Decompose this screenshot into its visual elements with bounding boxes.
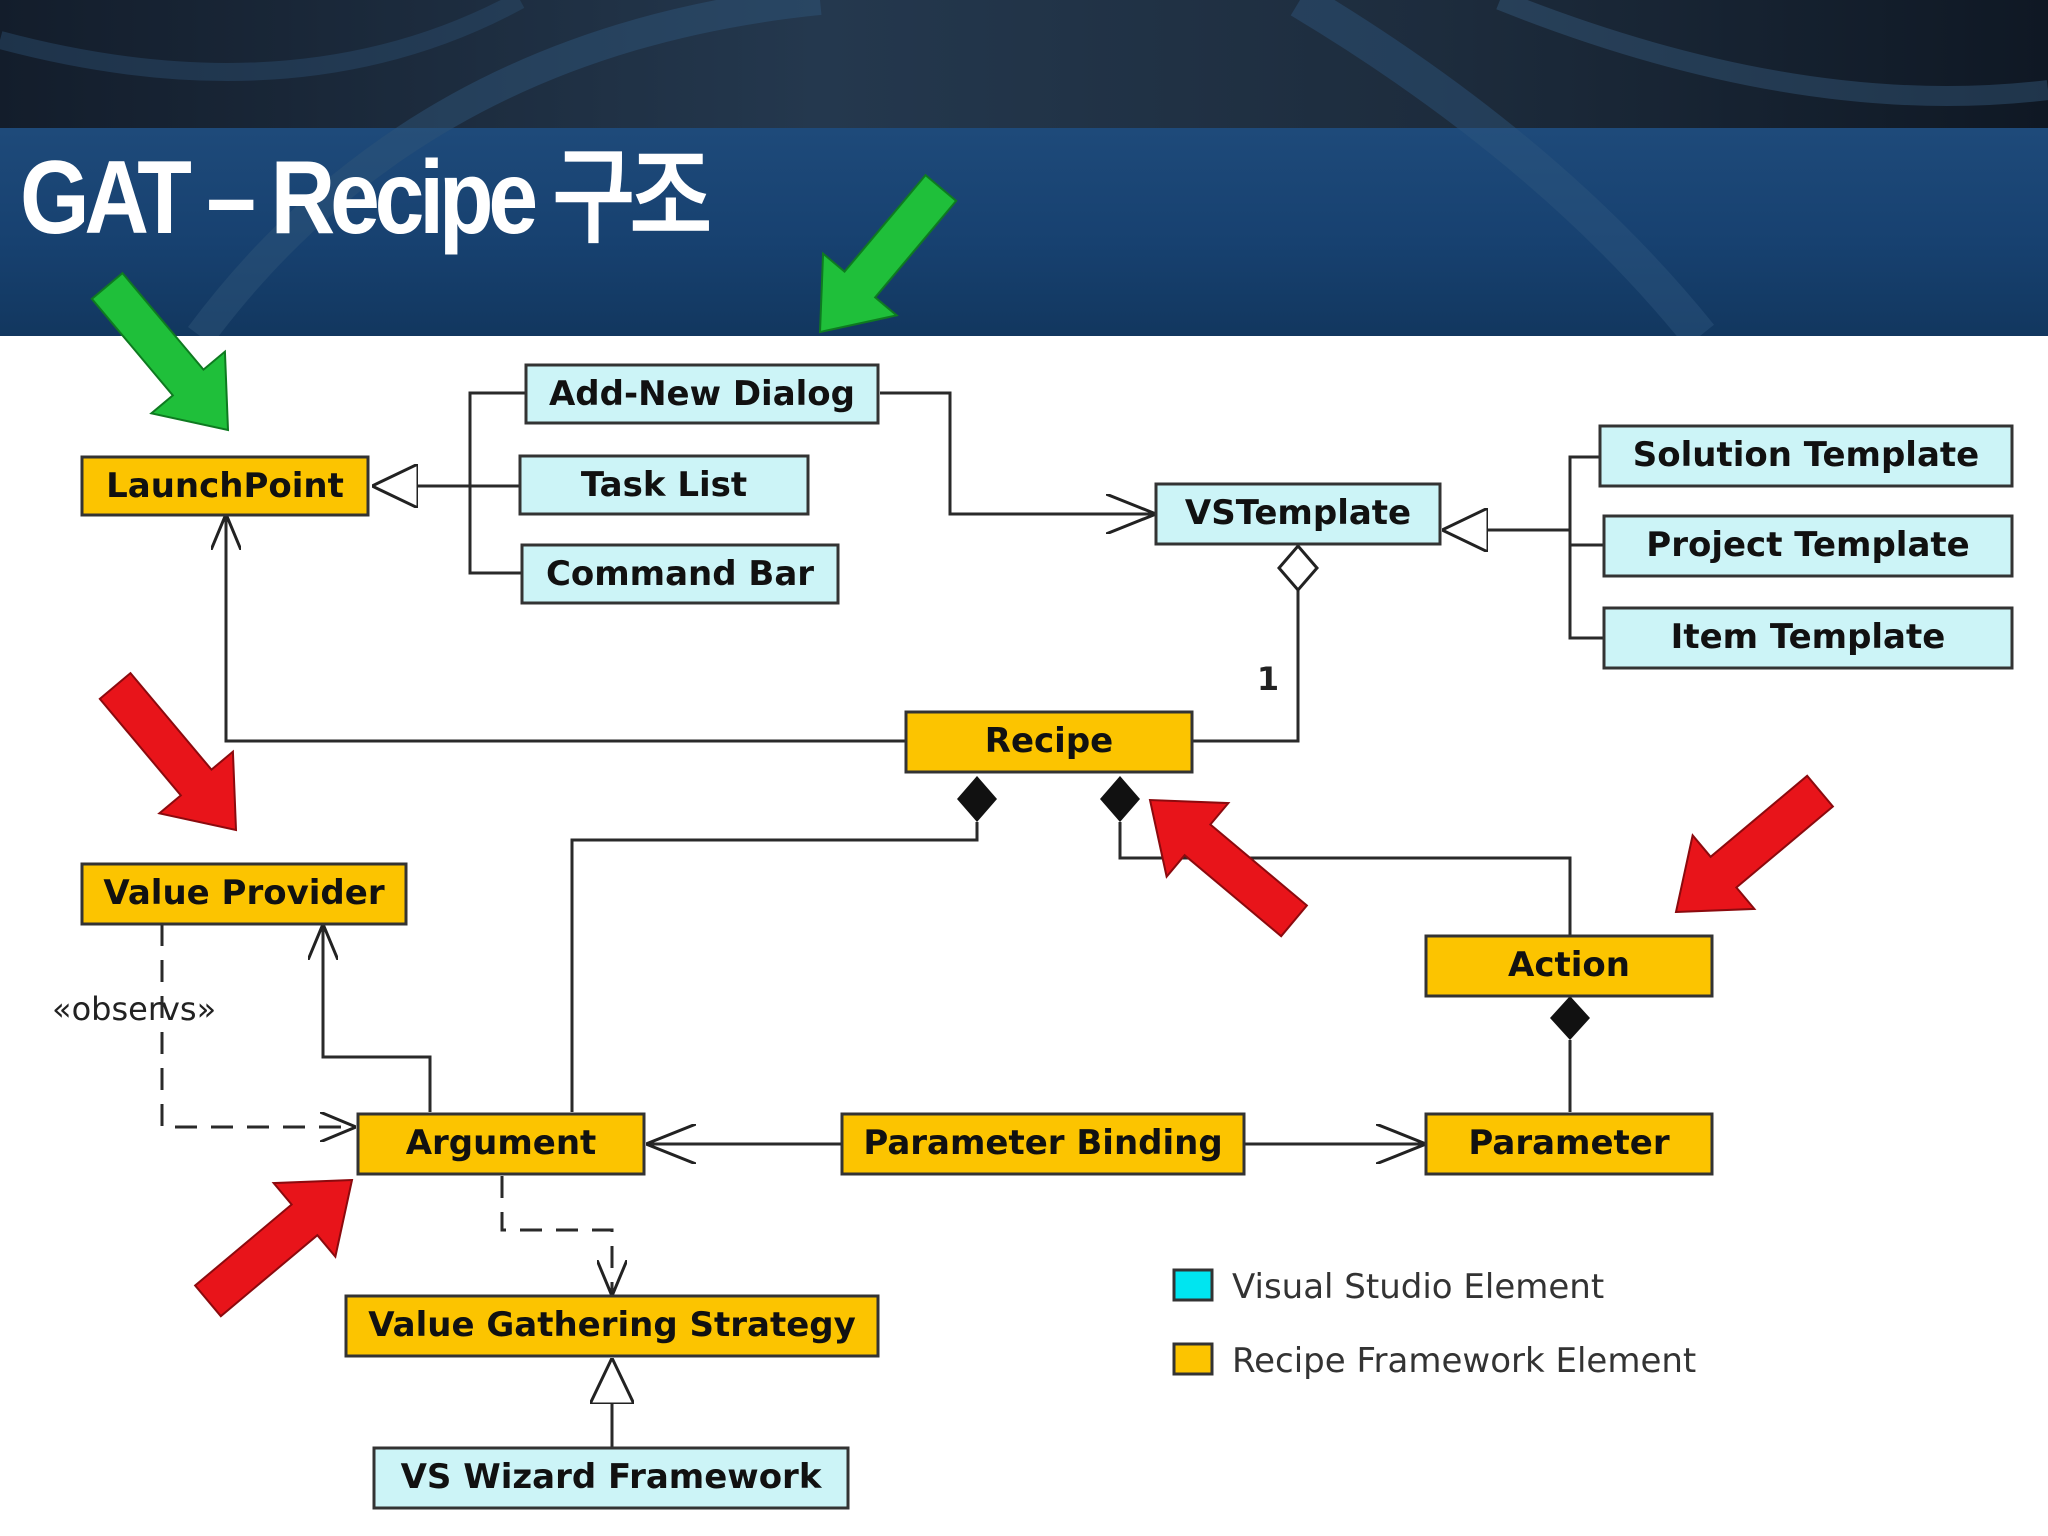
composition-diamond-recipe-left <box>957 776 997 822</box>
slide-header: GAT – Recipe 구조 <box>0 0 2048 336</box>
legend-vs-label: Visual Studio Element <box>1232 1267 1604 1307</box>
element-parameter-label: Parameter <box>1468 1123 1669 1163</box>
element-solution-template-label: Solution Template <box>1633 435 1979 475</box>
connector-add-new-dialog-bus <box>468 391 526 575</box>
element-action: Action <box>1424 934 1714 998</box>
legend-vs-swatch <box>1172 1268 1214 1302</box>
element-vs-wizard-framework: VS Wizard Framework <box>372 1446 850 1510</box>
element-item-template-label: Item Template <box>1671 617 1946 657</box>
element-add-new-dialog: Add-New Dialog <box>524 363 880 425</box>
element-parameter-binding: Parameter Binding <box>840 1112 1246 1176</box>
element-task-list: Task List <box>518 454 810 516</box>
element-item-template: Item Template <box>1602 606 2014 670</box>
element-vstemplate: VSTemplate <box>1154 482 1442 546</box>
header-decoration <box>0 0 2048 336</box>
element-value-provider-label: Value Provider <box>103 873 384 913</box>
dashed-connectors <box>160 924 612 1296</box>
connectors <box>226 391 1604 1448</box>
diamonds <box>957 543 1590 1040</box>
composition-argument-recipe <box>570 822 979 1112</box>
element-command-bar: Command Bar <box>520 543 840 605</box>
element-action-label: Action <box>1508 945 1630 985</box>
element-argument: Argument <box>356 1112 646 1176</box>
composition-diamond-action <box>1550 996 1590 1040</box>
element-value-gathering-strategy: Value Gathering Strategy <box>344 1294 880 1358</box>
element-parameter: Parameter <box>1424 1112 1714 1176</box>
element-value-provider: Value Provider <box>80 862 408 926</box>
association-recipe-launchpoint <box>226 514 906 743</box>
element-recipe: Recipe <box>904 710 1194 774</box>
composition-action-recipe <box>1118 822 1572 935</box>
red-arrow-icon <box>193 1178 354 1318</box>
legend: Visual Studio Element Recipe Framework E… <box>1172 1267 1696 1381</box>
element-add-new-dialog-label: Add-New Dialog <box>549 374 855 414</box>
element-vstemplate-label: VSTemplate <box>1185 493 1411 533</box>
green-arrow-icon <box>90 271 230 432</box>
red-arrow-icon <box>1148 798 1309 938</box>
element-launchpoint: LaunchPoint <box>80 455 370 517</box>
element-task-list-label: Task List <box>581 465 747 505</box>
observs-stereotype-label: «observs» <box>52 990 216 1028</box>
red-arrow-icon <box>1674 774 1835 914</box>
element-value-gathering-strategy-label: Value Gathering Strategy <box>368 1305 856 1345</box>
composition-diamond-recipe-right <box>1100 776 1140 822</box>
highlight-arrows <box>90 173 1835 1318</box>
observs-dependency <box>160 924 356 1127</box>
element-project-template-label: Project Template <box>1646 525 1969 565</box>
red-arrow-icon <box>98 671 238 832</box>
element-recipe-label: Recipe <box>985 721 1113 761</box>
element-vs-wizard-framework-label: VS Wizard Framework <box>401 1457 823 1497</box>
legend-recipe-swatch <box>1172 1342 1214 1376</box>
green-arrow-icon <box>818 173 958 334</box>
aggregation-recipe-vstemplate <box>1192 590 1300 743</box>
element-project-template: Project Template <box>1602 514 2014 578</box>
element-launchpoint-label: LaunchPoint <box>106 466 344 506</box>
connector-templates-bus <box>1568 455 1604 640</box>
dependency-argument-strategy <box>500 1176 612 1296</box>
element-argument-label: Argument <box>406 1123 597 1163</box>
aggregation-diamond-vstemplate <box>1277 543 1319 593</box>
multiplicity-label: 1 <box>1257 660 1279 698</box>
legend-recipe-label: Recipe Framework Element <box>1232 1341 1696 1381</box>
element-parameter-binding-label: Parameter Binding <box>863 1123 1222 1163</box>
element-command-bar-label: Command Bar <box>546 554 814 594</box>
association-add-new-dialog-vstemplate <box>880 391 1156 514</box>
element-solution-template: Solution Template <box>1598 424 2014 488</box>
slide-title: GAT – Recipe 구조 <box>20 140 712 256</box>
header-title-band <box>0 128 2048 336</box>
association-argument-value-provider <box>323 924 432 1112</box>
